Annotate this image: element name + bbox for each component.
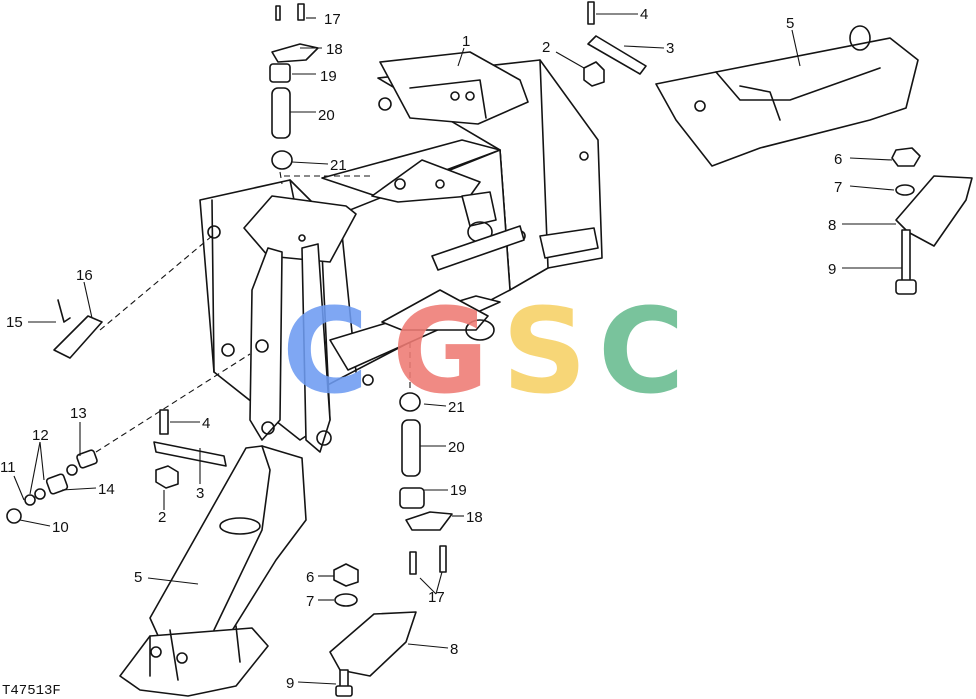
callout-1: 1	[462, 33, 470, 50]
watermark-letter-4: C	[598, 282, 685, 420]
callout-19: 19	[320, 68, 337, 85]
callout-4-left: 4	[202, 415, 210, 432]
pin-3-left	[153, 441, 227, 467]
bolt-4-left	[159, 409, 169, 435]
callout-17-bottom: 17	[428, 589, 445, 606]
watermark-letter-3: S	[502, 282, 587, 420]
callout-8-bottom: 8	[450, 641, 458, 658]
callout-9: 9	[828, 261, 836, 278]
callout-13: 13	[70, 405, 87, 422]
callout-9-bottom: 9	[286, 675, 294, 692]
watermark: C G S C	[282, 282, 685, 420]
clip-15	[57, 299, 71, 323]
callout-12: 12	[32, 427, 49, 444]
callout-21-bottom: 21	[448, 399, 465, 416]
washer-7-bottom	[334, 593, 358, 607]
pin-3-top	[587, 35, 647, 75]
callout-3-left: 3	[196, 485, 204, 502]
pad-8-bottom	[329, 611, 417, 677]
callout-5: 5	[786, 15, 794, 32]
stabilizer-arm-right	[655, 25, 919, 167]
callout-17: 17	[324, 11, 341, 28]
figure-id: T47513F	[2, 683, 61, 699]
callout-10: 10	[52, 519, 69, 536]
main-frame	[199, 51, 603, 453]
bushing-top	[271, 150, 293, 170]
callout-4: 4	[640, 6, 648, 23]
bolt-pair-bottom	[409, 551, 417, 575]
callout-18-bottom: 18	[466, 509, 483, 526]
nut-top	[269, 63, 291, 83]
bushing-bottom	[399, 392, 421, 412]
bolt-pair-top	[275, 3, 305, 21]
nut-6-bottom	[333, 563, 359, 587]
callout-20-bottom: 20	[448, 439, 465, 456]
callout-14: 14	[98, 481, 115, 498]
callout-21: 21	[330, 157, 347, 174]
watermark-letter-1: C	[282, 282, 369, 420]
callout-20: 20	[318, 107, 335, 124]
callout-18: 18	[326, 41, 343, 58]
callout-15: 15	[6, 314, 23, 331]
pin-top	[271, 87, 291, 139]
hardware-stack-left	[6, 449, 98, 524]
callout-19-bottom: 19	[450, 482, 467, 499]
nut-2-left	[155, 465, 179, 489]
nut-2-top	[583, 61, 605, 87]
assembly-lines	[95, 171, 411, 453]
callout-5-bottom: 5	[134, 569, 142, 586]
callout-labels: 17 18 19 20 21 1 2 3 4 5 6 7 8 9 15 16 4…	[0, 6, 842, 692]
bolt-9-right	[901, 229, 911, 283]
plate-bottom	[405, 511, 453, 531]
nut-6-right	[891, 147, 921, 167]
leader-lines	[13, 13, 902, 685]
callout-7: 7	[834, 179, 842, 196]
callout-2: 2	[542, 39, 550, 56]
pin-bottom	[401, 419, 421, 477]
watermark-letter-2: G	[392, 282, 489, 420]
nut-bottom	[399, 487, 425, 509]
callout-6: 6	[834, 151, 842, 168]
callout-11: 11	[0, 459, 16, 476]
washer-7-right	[895, 184, 915, 196]
callout-3: 3	[666, 40, 674, 57]
plate-top	[271, 43, 319, 63]
callout-6-bottom: 6	[306, 569, 314, 586]
callout-16: 16	[76, 267, 93, 284]
callout-7-bottom: 7	[306, 593, 314, 610]
callout-2-left: 2	[158, 509, 166, 526]
bolt-4-top	[587, 1, 595, 25]
stabilizer-arm-left	[119, 445, 307, 697]
callout-8: 8	[828, 217, 836, 234]
pin-16	[53, 315, 103, 359]
